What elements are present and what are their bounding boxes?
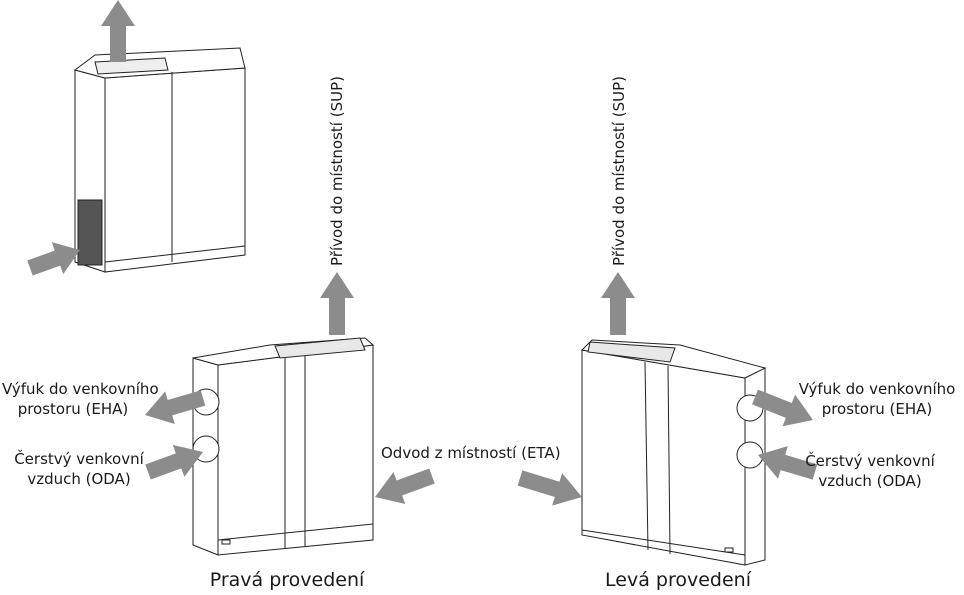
arrow-sup-left-icon [601,272,635,335]
label-oda-line1: Čerstvý venkovní [805,452,935,470]
label-oda-left: Čerstvý venkovní vzduch (ODA) [785,451,955,491]
label-eha-line2: prostoru (EHA) [821,400,933,418]
label-eha-right: Výfuk do venkovního prostoru (EHA) [2,379,159,419]
arrow-eha-left-icon [752,389,813,427]
arrow-oda-left-icon [758,446,818,480]
arrow-oda-right-icon [145,444,203,480]
label-eta: Odvod z místností (ETA) [381,444,561,462]
label-eha-left: Výfuk do venkovního prostoru (EHA) [792,379,962,419]
label-sup-right: Přívod do místností (SUP) [328,76,346,266]
title-right-variant: Pravá provedení [209,569,365,591]
grille-icon [77,199,103,266]
title-left-variant: Levá provedení [605,569,751,591]
arrow-eha-right-icon [145,390,206,425]
unit-top-view [73,47,246,273]
arrow-eta-right-icon [375,468,435,504]
arrow-in-top-icon [27,242,80,276]
arrow-up-top-icon [101,0,135,62]
label-oda-line2: vzduch (ODA) [818,472,922,490]
arrow-sup-right-icon [320,272,354,335]
label-sup-left: Přívod do místností (SUP) [610,76,628,266]
label-eha-line1: Výfuk do venkovního [2,380,159,398]
label-oda-right: Čerstvý venkovní vzduch (ODA) [8,449,150,489]
label-eha-line2: prostoru (EHA) [17,400,129,418]
label-eha-line1: Výfuk do venkovního [798,380,956,398]
arrow-eta-left-icon [517,470,582,506]
unit-left-variant [580,339,767,566]
label-oda-line2: vzduch (ODA) [27,470,131,488]
unit-right-variant [192,337,375,556]
label-oda-line1: Čerstvý venkovní [14,450,144,468]
